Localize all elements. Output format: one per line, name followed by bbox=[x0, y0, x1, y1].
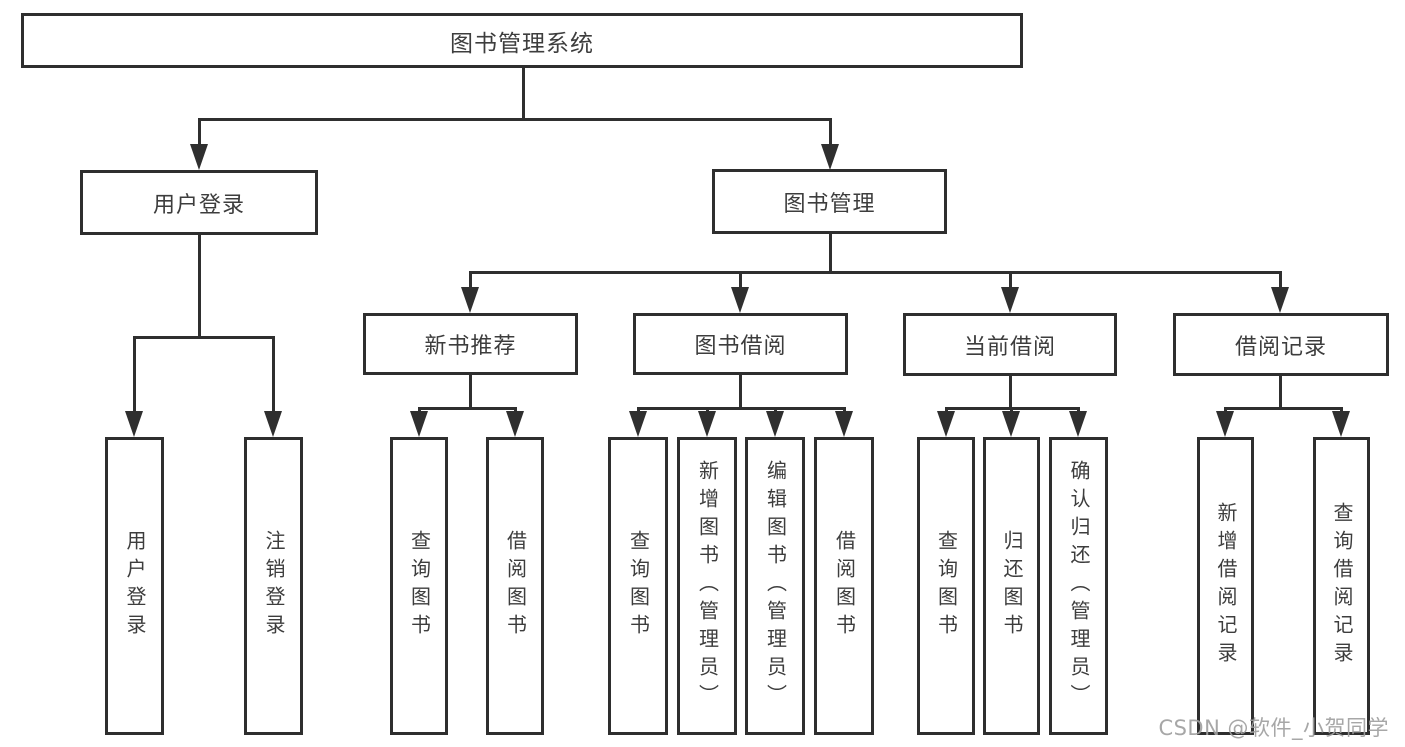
arrow-down-icon bbox=[461, 287, 479, 313]
node-borrow-records: 借阅记录 bbox=[1173, 313, 1389, 376]
connector-borrow-bar bbox=[637, 407, 846, 410]
node-label: 借阅记录 bbox=[1234, 334, 1327, 360]
leaf-label: 查询图书 bbox=[934, 530, 959, 642]
arrow-down-icon bbox=[1001, 287, 1019, 313]
leaf-query-books-current: 查询图书 bbox=[917, 437, 975, 735]
arrow-down-icon bbox=[1332, 411, 1350, 437]
connector-to-leaf bbox=[272, 336, 275, 416]
leaf-borrow-books-recommend: 借阅图书 bbox=[486, 437, 544, 735]
arrow-down-icon bbox=[410, 411, 428, 437]
leaf-label: 注销登录 bbox=[262, 530, 286, 642]
node-label: 新书推荐 bbox=[424, 334, 517, 359]
leaf-logout: 注销登录 bbox=[244, 437, 303, 735]
leaf-query-borrow-record: 查询借阅记录 bbox=[1313, 437, 1370, 735]
leaf-label: 归还图书 bbox=[1000, 530, 1024, 642]
leaf-label: 借阅图书 bbox=[832, 530, 857, 642]
arrow-down-icon bbox=[629, 411, 647, 437]
arrow-down-icon bbox=[731, 287, 749, 313]
arrow-down-icon bbox=[125, 411, 143, 437]
leaf-label: 用户登录 bbox=[123, 530, 147, 642]
leaf-query-books-recommend: 查询图书 bbox=[390, 437, 448, 735]
connector-root-bar bbox=[198, 118, 832, 121]
connector-to-user-login bbox=[198, 118, 201, 152]
arrow-down-icon bbox=[835, 411, 853, 437]
arrow-down-icon bbox=[506, 411, 524, 437]
leaf-add-books-admin: 新增图书（管理员） bbox=[677, 437, 737, 735]
node-label: 用户登录 bbox=[152, 192, 245, 218]
arrow-down-icon bbox=[698, 411, 716, 437]
arrow-down-icon bbox=[766, 411, 784, 437]
arrow-down-icon bbox=[190, 144, 208, 170]
leaf-label: 查询图书 bbox=[626, 530, 651, 642]
arrow-down-icon bbox=[821, 144, 839, 170]
node-current-borrow: 当前借阅 bbox=[903, 313, 1117, 376]
csdn-watermark: CSDN @软件_小贺同学 bbox=[1158, 716, 1389, 740]
connector-root-drop bbox=[522, 68, 525, 121]
leaf-label: 查询图书 bbox=[407, 530, 432, 642]
node-label: 图书管理 bbox=[783, 191, 876, 217]
connector-current-drop bbox=[1009, 375, 1012, 409]
leaf-label: 查询借阅记录 bbox=[1330, 502, 1354, 670]
leaf-confirm-return-admin: 确认归还（管理员） bbox=[1049, 437, 1108, 735]
node-new-book-recommend: 新书推荐 bbox=[363, 313, 578, 375]
connector-book-management-drop bbox=[829, 234, 832, 274]
connector-user-login-bar bbox=[133, 336, 275, 339]
leaf-label: 编辑图书（管理员） bbox=[763, 460, 788, 712]
leaf-return-books: 归还图书 bbox=[983, 437, 1040, 735]
connector-recommend-bar bbox=[418, 407, 517, 410]
leaf-label: 新增图书（管理员） bbox=[695, 460, 720, 712]
node-book-management: 图书管理 bbox=[712, 169, 947, 234]
connector-book-management-bar bbox=[469, 271, 1282, 274]
arrow-down-icon bbox=[937, 411, 955, 437]
node-label: 图书借阅 bbox=[694, 334, 787, 359]
connector-records-drop bbox=[1279, 375, 1282, 409]
connector-to-level3 bbox=[1009, 271, 1012, 293]
leaf-edit-books-admin: 编辑图书（管理员） bbox=[745, 437, 805, 735]
connector-to-leaf bbox=[133, 336, 136, 416]
connector-to-level3 bbox=[739, 271, 742, 293]
node-label: 当前借阅 bbox=[963, 334, 1056, 360]
leaf-add-borrow-record: 新增借阅记录 bbox=[1197, 437, 1254, 735]
leaf-query-books-borrow: 查询图书 bbox=[608, 437, 668, 735]
connector-user-login-drop bbox=[198, 235, 201, 339]
arrow-down-icon bbox=[1271, 287, 1289, 313]
node-root: 图书管理系统 bbox=[21, 13, 1023, 68]
node-book-borrow: 图书借阅 bbox=[633, 313, 848, 375]
node-root-label: 图书管理系统 bbox=[450, 30, 594, 57]
arrow-down-icon bbox=[1216, 411, 1234, 437]
leaf-label: 借阅图书 bbox=[503, 530, 528, 642]
connector-to-level3 bbox=[469, 271, 472, 293]
node-user-login: 用户登录 bbox=[80, 170, 318, 235]
connector-borrow-drop bbox=[739, 375, 742, 409]
leaf-user-login: 用户登录 bbox=[105, 437, 164, 735]
connector-recommend-drop bbox=[469, 375, 472, 409]
connector-records-bar bbox=[1224, 407, 1342, 410]
arrow-down-icon bbox=[264, 411, 282, 437]
leaf-label: 确认归还（管理员） bbox=[1067, 460, 1091, 712]
leaf-borrow-books: 借阅图书 bbox=[814, 437, 874, 735]
arrow-down-icon bbox=[1002, 411, 1020, 437]
connector-to-book-management bbox=[829, 118, 832, 152]
connector-to-level3 bbox=[1279, 271, 1282, 293]
arrow-down-icon bbox=[1069, 411, 1087, 437]
leaf-label: 新增借阅记录 bbox=[1214, 502, 1238, 670]
